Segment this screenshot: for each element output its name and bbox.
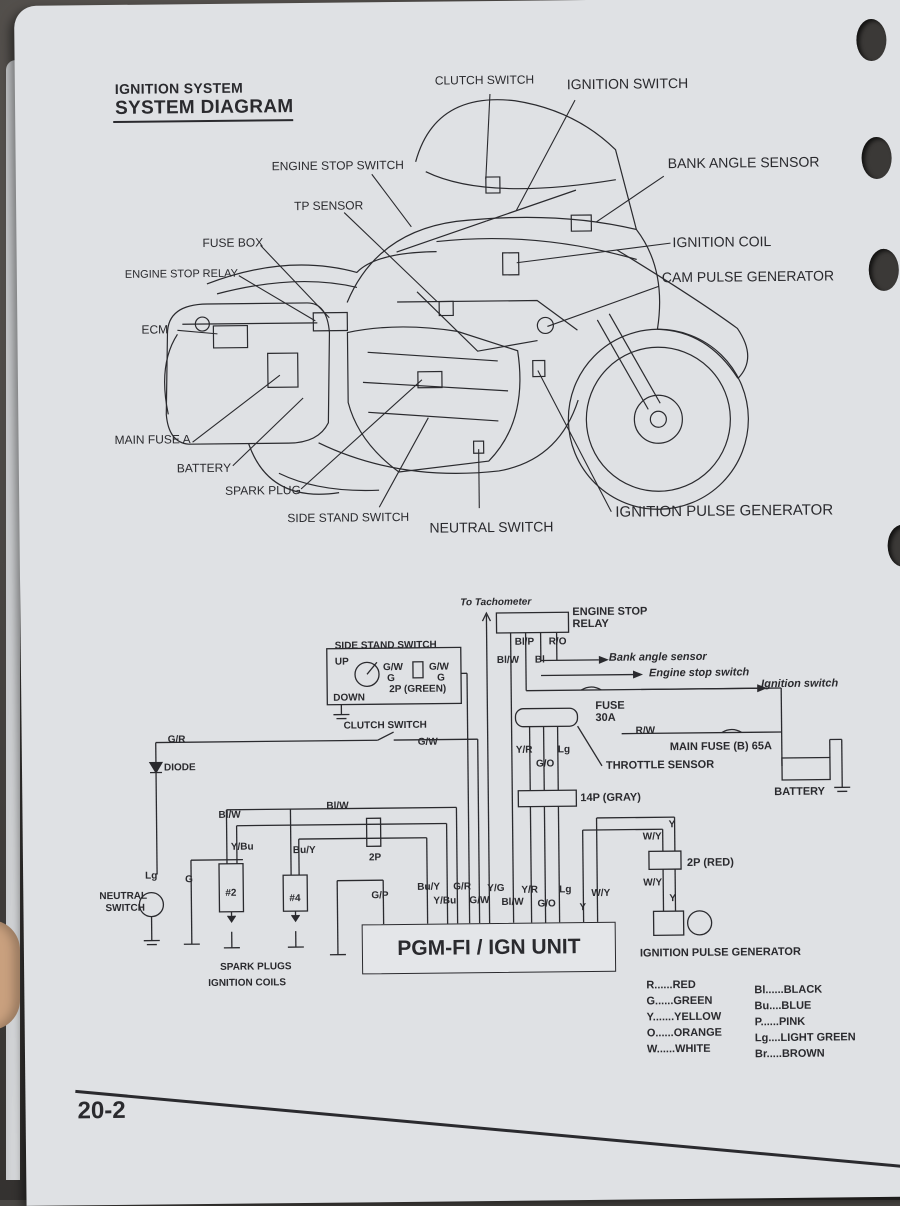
footer-rule: [14, 0, 900, 1206]
page-number: 20-2: [77, 1097, 125, 1126]
manual-page: IGNITION SYSTEM SYSTEM DIAGRAM: [14, 0, 900, 1206]
